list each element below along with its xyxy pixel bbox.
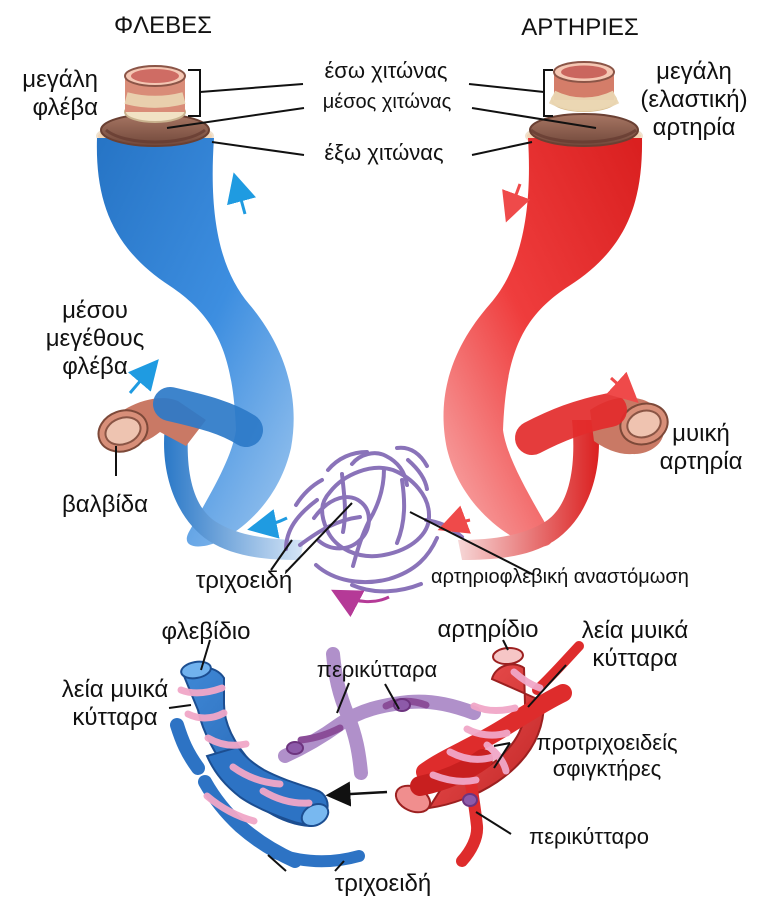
smooth-muscle-right-label: λεία μυικά κύτταρα: [560, 617, 710, 673]
pericyte-label: περικύτταρο: [506, 824, 672, 850]
capillaries-bottom-label: τριχοειδή: [322, 870, 444, 898]
pericytes-label: περικύτταρα: [303, 657, 451, 683]
large-vein-label: μεγάλη φλέβα: [12, 66, 98, 122]
outer-tunic-label: έξω χιτώνας: [302, 140, 466, 166]
valve-label: βαλβίδα: [48, 491, 162, 519]
arteriole-label: αρτηρίδιο: [425, 616, 551, 644]
large-artery-illustration: [444, 62, 643, 560]
medium-vein-label: μέσου μεγέθους φλέβα: [32, 297, 158, 380]
arteriovenous-anastomosis-label: αρτηριοφλεβική αναστόμωση: [431, 566, 751, 589]
smooth-muscle-left-label: λεία μυικά κύτταρα: [48, 676, 182, 732]
large-artery-label: μεγάλη (ελαστική) αρτηρία: [628, 58, 760, 141]
venule-label: φλεβίδιο: [143, 618, 269, 646]
arteries-heading: ΑΡΤΗΡΙΕΣ: [500, 14, 660, 42]
middle-tunic-label: μέσος χιτώνας: [301, 91, 473, 114]
veins-heading: ΦΛΕΒΕΣ: [98, 12, 228, 40]
capillaries-top-label: τριχοειδή: [191, 567, 297, 595]
inner-tunic-label: έσω χιτώνας: [296, 58, 476, 84]
precapillary-sphincters-label: προτριχοειδείς σφιγκτήρες: [513, 730, 701, 781]
muscular-artery-label: μυική αρτηρία: [651, 420, 751, 476]
